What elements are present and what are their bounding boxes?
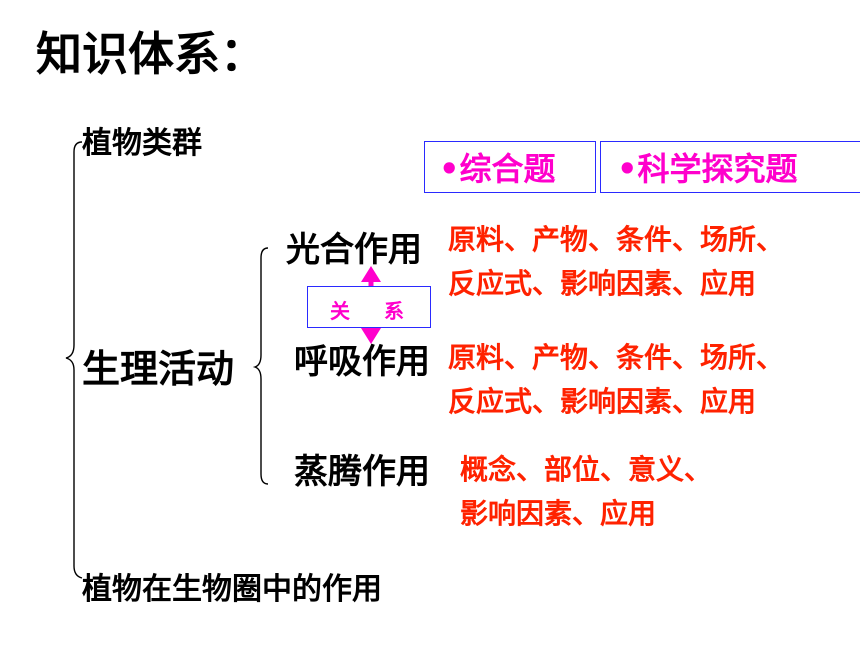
detail-transpiration: 概念、部位、意义、 影响因素、应用 [460, 448, 712, 536]
detail-photosynthesis: 原料、产物、条件、场所、 反应式、影响因素、应用 [448, 218, 784, 306]
detail-line: 反应式、影响因素、应用 [448, 267, 757, 300]
tag-comprehensive: •综合题 [424, 141, 596, 193]
node-physiology: 生理活动 [82, 347, 235, 391]
node-plant-role: 植物在生物圈中的作用 [82, 572, 382, 607]
detail-line: 原料、产物、条件、场所、 [448, 223, 785, 256]
relation-left: 关 [330, 299, 350, 323]
node-photosynthesis: 光合作用 [286, 230, 422, 270]
detail-line: 概念、部位、意义、 [460, 453, 713, 486]
node-plant-groups: 植物类群 [82, 126, 202, 161]
main-brace [65, 141, 83, 579]
relation-box: 关 系 [307, 286, 431, 328]
relation-right: 系 [384, 299, 404, 323]
tag-inquiry: •科学探究题 [600, 141, 860, 193]
page-title: 知识体系： [36, 27, 266, 81]
detail-line: 影响因素、应用 [460, 497, 657, 530]
inner-brace [252, 247, 269, 485]
detail-line: 原料、产物、条件、场所、 [448, 341, 785, 374]
node-respiration: 呼吸作用 [294, 342, 430, 382]
detail-line: 反应式、影响因素、应用 [448, 385, 757, 418]
node-transpiration: 蒸腾作用 [294, 452, 430, 492]
detail-respiration: 原料、产物、条件、场所、 反应式、影响因素、应用 [448, 336, 784, 424]
